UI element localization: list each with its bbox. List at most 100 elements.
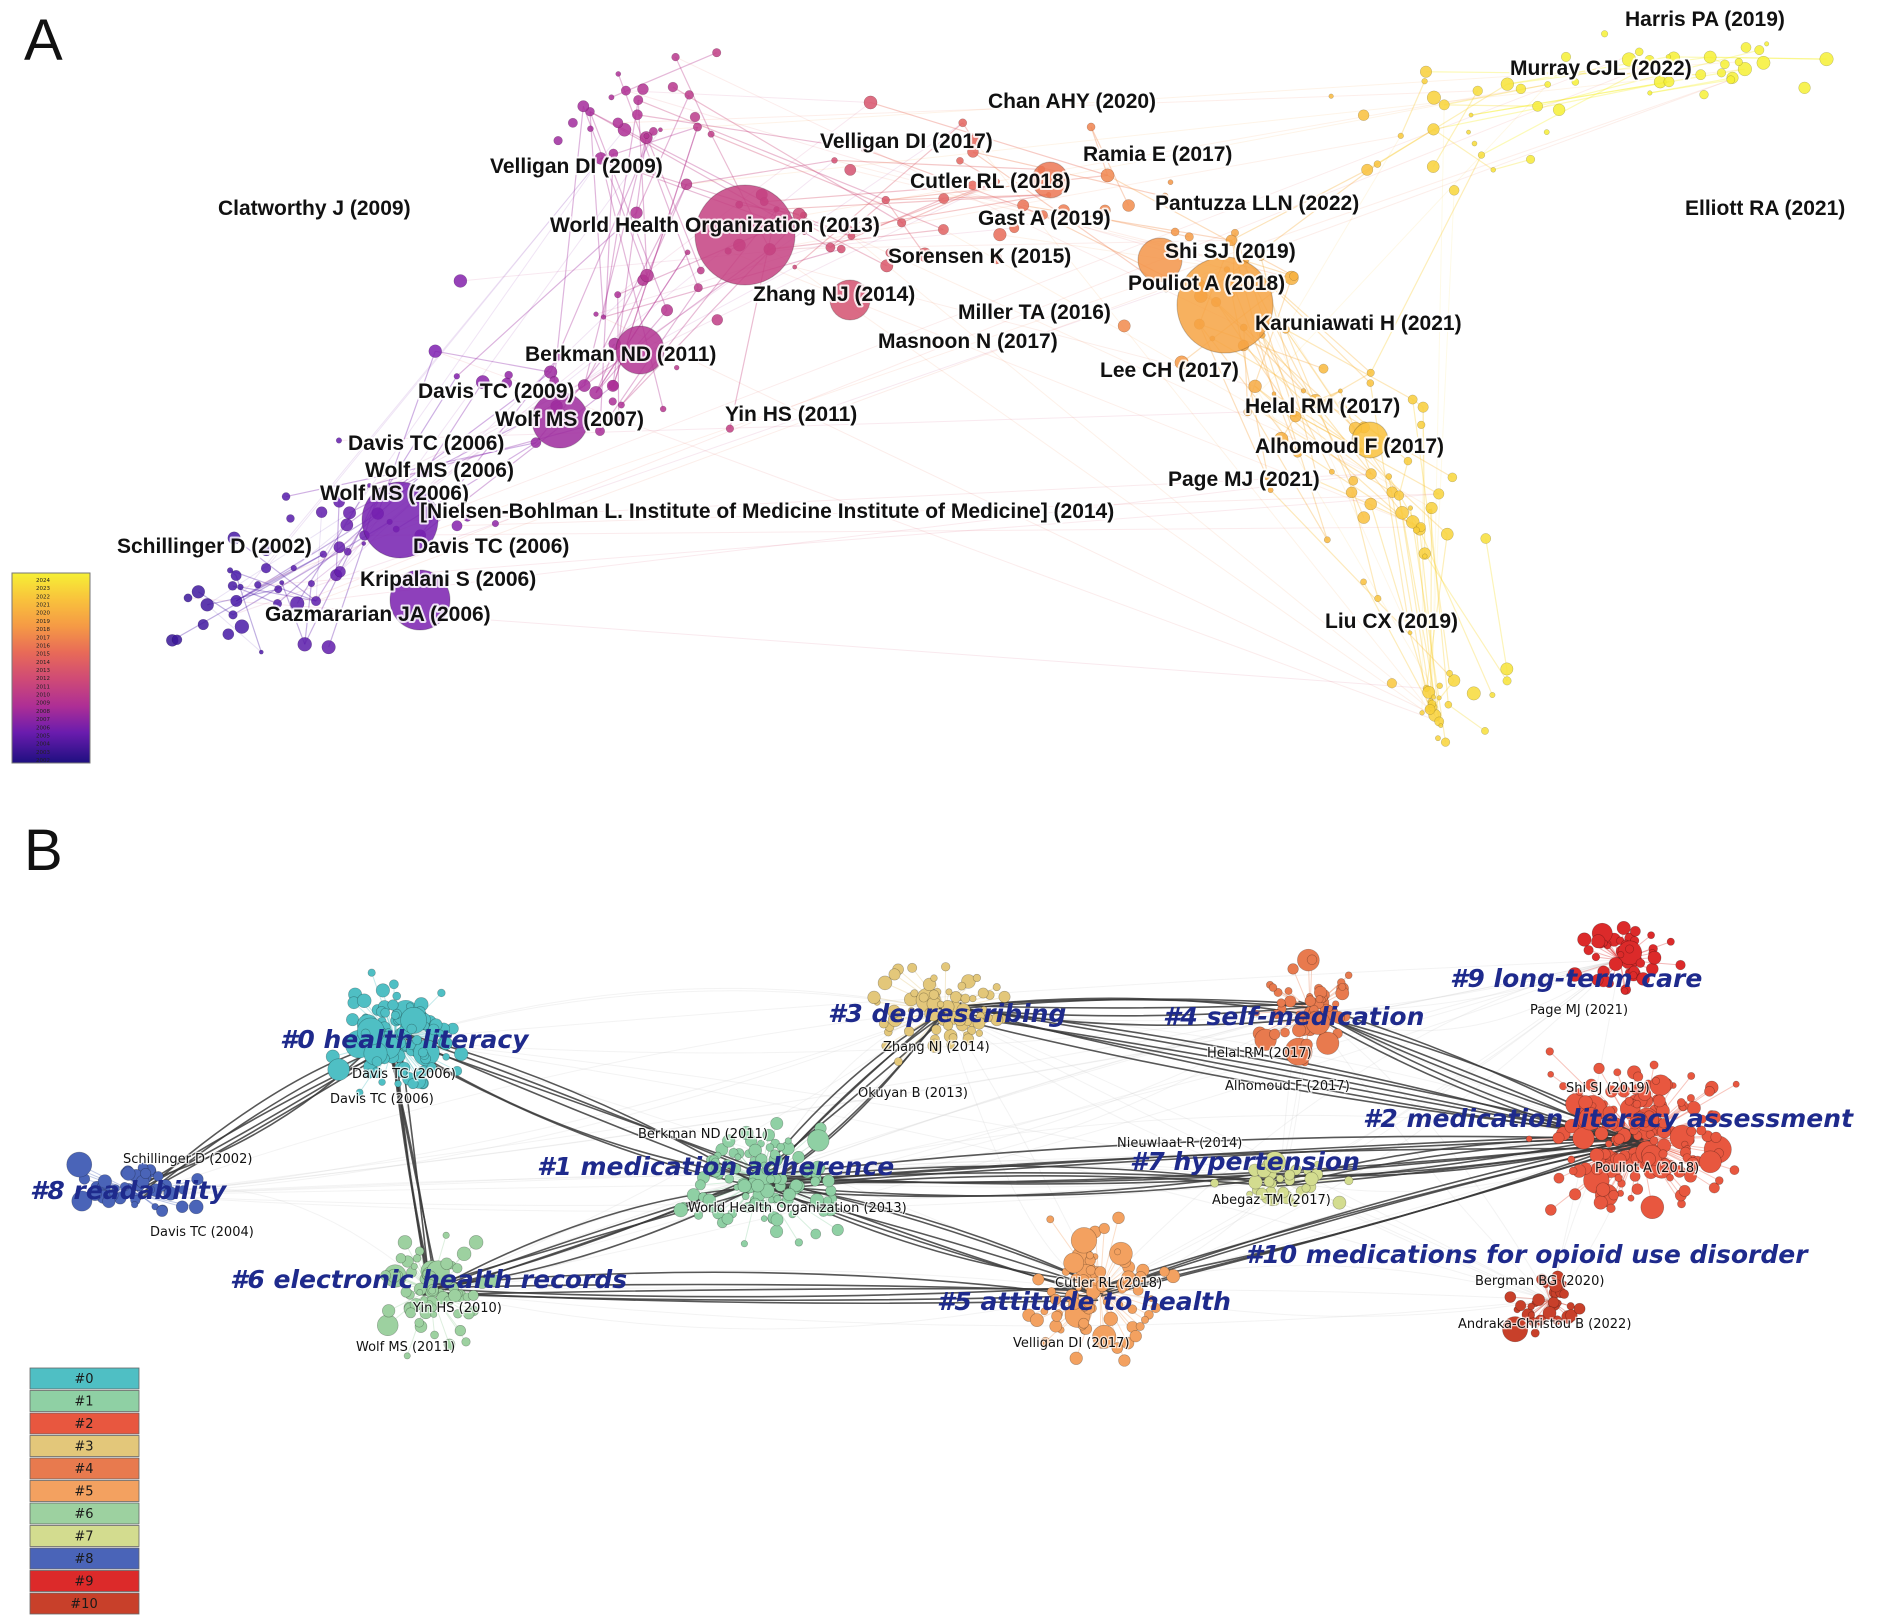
reference-node bbox=[893, 1057, 903, 1067]
reference-label: Harris PA (2019) bbox=[1625, 8, 1785, 31]
legend-label: #2 bbox=[74, 1417, 93, 1432]
reference-node bbox=[363, 1068, 374, 1079]
hub-node bbox=[1351, 421, 1389, 459]
legend-label: #7 bbox=[74, 1530, 93, 1545]
reference-node bbox=[1281, 325, 1290, 334]
reference-node bbox=[712, 48, 722, 58]
reference-node bbox=[392, 991, 402, 1001]
citation-edge bbox=[1400, 80, 1426, 137]
reference-node bbox=[1629, 1171, 1641, 1182]
reference-node bbox=[825, 242, 836, 253]
reference-node bbox=[1276, 998, 1286, 1008]
citation-edge bbox=[686, 68, 1745, 185]
citation-edge bbox=[1710, 56, 1827, 60]
background-edge bbox=[1099, 1264, 1551, 1301]
reference-node bbox=[844, 224, 853, 233]
reference-node bbox=[1051, 1310, 1063, 1322]
reference-node bbox=[643, 133, 650, 140]
reference-node bbox=[1617, 951, 1625, 959]
citation-edge bbox=[863, 148, 1044, 216]
reference-node bbox=[962, 1033, 975, 1045]
reference-node bbox=[1613, 1133, 1625, 1145]
background-edge bbox=[139, 1009, 946, 1196]
reference-node bbox=[577, 379, 591, 392]
reference-node bbox=[1433, 488, 1445, 500]
legend-swatch bbox=[29, 1457, 140, 1480]
reference-node bbox=[258, 649, 264, 655]
citation-edge bbox=[315, 473, 1372, 602]
reference-node bbox=[1032, 1273, 1045, 1286]
reference-node bbox=[878, 1018, 889, 1029]
reference-node bbox=[734, 1153, 742, 1161]
reference-node bbox=[696, 266, 705, 275]
reference-node bbox=[907, 1006, 915, 1014]
cluster-label: #2 medication literacy assessment bbox=[1363, 1104, 1854, 1133]
reference-node bbox=[1167, 179, 1174, 186]
citation-edge bbox=[1245, 260, 1372, 374]
reference-node bbox=[1083, 1297, 1094, 1308]
reference-node bbox=[993, 178, 1000, 185]
reference-node bbox=[394, 1080, 402, 1088]
reference-node bbox=[1364, 497, 1378, 511]
legend-label: #8 bbox=[74, 1552, 93, 1567]
reference-label: Schillinger D (2002) bbox=[117, 535, 312, 558]
reference-node bbox=[809, 1193, 825, 1208]
reference-node bbox=[1699, 1150, 1722, 1174]
reference-node bbox=[376, 1314, 399, 1337]
reference-node bbox=[1135, 1322, 1145, 1331]
panel-b-nodes bbox=[66, 921, 1740, 1367]
inter-cluster-edge bbox=[1096, 1143, 1633, 1295]
reference-node bbox=[1595, 1182, 1611, 1197]
citation-edge bbox=[769, 135, 1401, 250]
reference-node bbox=[1632, 1071, 1644, 1082]
inter-cluster-edge bbox=[758, 1135, 1639, 1177]
reference-node bbox=[1102, 1298, 1110, 1306]
inter-cluster-edge bbox=[420, 1290, 1099, 1305]
inter-cluster-edge bbox=[433, 1285, 1108, 1298]
reference-node bbox=[230, 570, 242, 582]
reference-label: Alhomoud F (2017) bbox=[1225, 1079, 1350, 1094]
reference-node bbox=[1268, 983, 1278, 992]
citation-edge bbox=[1430, 190, 1455, 702]
reference-node bbox=[1593, 1062, 1605, 1075]
reference-node bbox=[977, 987, 989, 999]
reference-node bbox=[1092, 1324, 1117, 1349]
reference-label: World Health Organization (2013) bbox=[688, 1201, 907, 1216]
citation-edge bbox=[595, 251, 689, 394]
reference-node bbox=[1568, 1166, 1578, 1176]
reference-node bbox=[1527, 1302, 1535, 1311]
reference-node bbox=[1542, 1281, 1550, 1289]
reference-node bbox=[442, 1053, 450, 1061]
reference-node bbox=[1326, 1005, 1333, 1012]
reference-node bbox=[1627, 1194, 1635, 1202]
citation-edge bbox=[603, 248, 842, 318]
reference-node bbox=[378, 1078, 386, 1086]
cluster-label: #7 hypertension bbox=[1130, 1147, 1360, 1176]
reference-label: Schillinger D (2002) bbox=[123, 1152, 252, 1167]
reference-node bbox=[659, 405, 667, 413]
reference-node bbox=[361, 541, 367, 546]
reference-node bbox=[1366, 379, 1375, 387]
hub-node bbox=[1176, 256, 1274, 354]
reference-node bbox=[549, 375, 560, 386]
reference-node bbox=[1417, 401, 1429, 413]
reference-label: Yin HS (2011) bbox=[725, 403, 857, 426]
reference-node bbox=[1118, 1354, 1131, 1367]
reference-node bbox=[1567, 967, 1583, 982]
reference-node bbox=[1601, 30, 1609, 38]
reference-node bbox=[692, 122, 702, 132]
reference-node bbox=[426, 1062, 437, 1073]
citation-edge bbox=[901, 181, 998, 224]
reference-node bbox=[356, 1017, 385, 1046]
reference-node bbox=[1715, 1176, 1724, 1185]
reference-node bbox=[230, 594, 243, 607]
reference-node bbox=[428, 1286, 437, 1295]
citation-edge bbox=[229, 569, 317, 602]
reference-node bbox=[684, 90, 694, 100]
reference-node bbox=[1502, 1316, 1529, 1343]
reference-label: Cutler RL (2018) bbox=[910, 170, 1071, 193]
reference-node bbox=[1397, 132, 1404, 139]
reference-node bbox=[1545, 1047, 1554, 1056]
reference-node bbox=[417, 1047, 428, 1058]
reference-node bbox=[412, 1254, 422, 1263]
